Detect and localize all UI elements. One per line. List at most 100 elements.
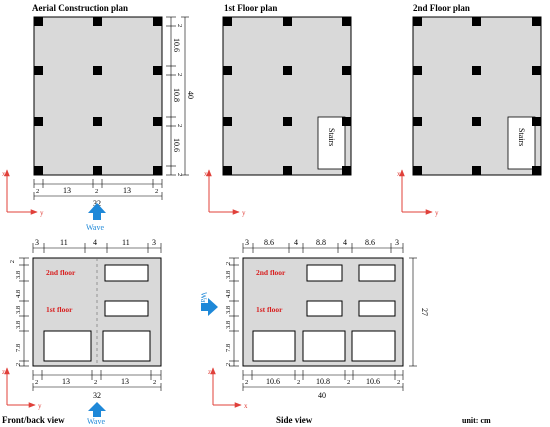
dim-label: 2 — [153, 379, 156, 386]
column — [532, 166, 541, 175]
dim-label: 13 — [63, 186, 71, 195]
dim-label: 3 — [245, 238, 249, 247]
dim-label: 3.8 — [225, 321, 232, 329]
dim-label: 3.8 — [15, 321, 22, 329]
axis-y-label: y — [435, 209, 439, 217]
dim-label: 2 — [155, 188, 158, 195]
column — [413, 117, 422, 126]
dim-label: 2 — [245, 379, 248, 386]
column — [532, 117, 541, 126]
dim-label: 2 — [94, 379, 97, 386]
window — [306, 300, 343, 317]
axis-y-label: y — [242, 209, 246, 217]
column — [472, 66, 481, 75]
dim-label: 3 — [152, 238, 156, 247]
dim-label: 10.6 — [172, 138, 181, 152]
dim-label: 2 — [36, 188, 39, 195]
dim-label: 10.6 — [266, 377, 280, 386]
side-top-dims — [242, 243, 404, 253]
axis-x-label: x — [397, 170, 401, 178]
dim-label: 4 — [294, 238, 298, 247]
column — [413, 17, 422, 26]
dim-label: 2 — [176, 24, 183, 27]
aerial-bottom-dims — [33, 179, 163, 200]
dim-label: 10.6 — [172, 38, 181, 52]
dim-label: 3.8 — [225, 271, 232, 279]
unit-label: unit: cm — [462, 416, 491, 425]
dim-label: 10.6 — [366, 377, 380, 386]
column — [93, 66, 102, 75]
column — [283, 117, 292, 126]
wave-arrow-icon — [88, 203, 106, 220]
column — [283, 66, 292, 75]
column — [342, 117, 351, 126]
dim-label: 4 — [93, 238, 97, 247]
door-opening — [351, 330, 396, 362]
dim-label: 13 — [121, 377, 129, 386]
door-opening — [102, 330, 151, 362]
wave-label: Wave — [86, 223, 104, 232]
second-floor-plan: 2nd Floor plan Stairs — [412, 3, 542, 176]
front-back-view: 3 11 4 11 3 2nd floor 1st floor 2 3.8 4.… — [2, 238, 162, 426]
column — [342, 166, 351, 175]
stairs-box — [317, 116, 346, 170]
dim-label: 7.8 — [225, 344, 232, 352]
floor-label-1st: 1st floor — [46, 305, 73, 314]
column — [153, 17, 162, 26]
dim-label: 2 — [176, 124, 183, 127]
column — [283, 17, 292, 26]
dim-label: 11 — [122, 238, 130, 247]
dim-label: 4.8 — [15, 290, 22, 298]
dim-label: 8.8 — [316, 238, 326, 247]
floor-label-1st: 1st floor — [256, 305, 283, 314]
side-bottom-dims — [242, 370, 404, 391]
wave-arrow-icon — [201, 298, 218, 316]
dim-label: 8.6 — [365, 238, 375, 247]
wave-label: Wave — [87, 417, 105, 426]
column — [93, 17, 102, 26]
column — [34, 17, 43, 26]
front-top-dims — [32, 243, 162, 253]
dim-label: 4.8 — [225, 290, 232, 298]
column — [153, 117, 162, 126]
second-floor-title: 2nd Floor plan — [413, 3, 470, 13]
second-floor-columns — [413, 17, 541, 175]
aerial-right-dims — [166, 16, 189, 176]
column — [153, 66, 162, 75]
dim-total-width: 40 — [318, 391, 326, 400]
column — [472, 166, 481, 175]
column — [472, 117, 481, 126]
column — [342, 66, 351, 75]
window — [104, 264, 149, 282]
axis-z-label: z — [208, 368, 211, 376]
axis-y-label: y — [40, 209, 44, 217]
wave-indicator-top: Wave — [86, 203, 106, 232]
column — [223, 117, 232, 126]
dim-label: 11 — [60, 238, 68, 247]
window — [104, 300, 149, 317]
first-floor-plan: 1st Floor plan Stairs — [222, 3, 352, 176]
dim-label: 3 — [35, 238, 39, 247]
dim-label: 2 — [35, 379, 38, 386]
stairs-label: Stairs — [517, 128, 526, 146]
wave-label: Wave — [199, 292, 208, 310]
column — [153, 166, 162, 175]
column — [223, 166, 232, 175]
door-opening — [43, 330, 92, 362]
first-floor-columns — [223, 17, 351, 175]
dim-label: 2 — [297, 379, 300, 386]
dim-label: 2 — [347, 379, 350, 386]
column — [34, 166, 43, 175]
dim-label: 8.6 — [264, 238, 274, 247]
dim-label: 7.8 — [15, 344, 22, 352]
dim-label: 2 — [176, 173, 183, 176]
window — [358, 300, 396, 317]
column — [34, 117, 43, 126]
stairs-box — [507, 116, 536, 170]
dim-total-height: 40 — [186, 91, 195, 99]
door-opening — [252, 330, 296, 362]
dim-label: 3.8 — [15, 306, 22, 314]
axis-x-label: x — [2, 170, 6, 178]
wave-arrow-icon — [88, 402, 106, 417]
